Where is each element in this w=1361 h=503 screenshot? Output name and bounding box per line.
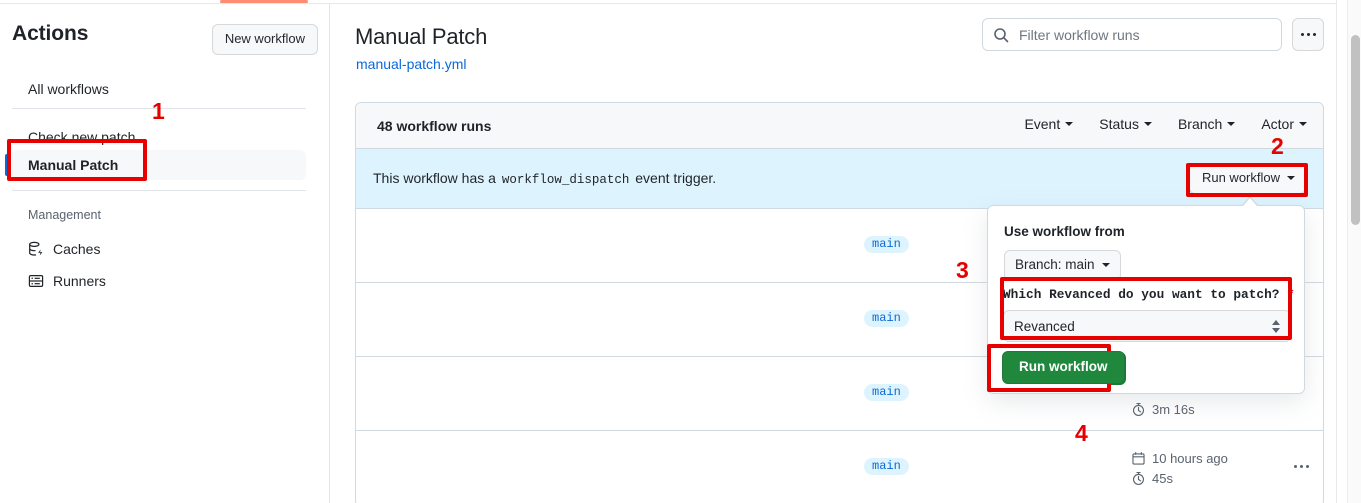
revanced-input-label-text: Which Revanced do you want to patch? — [1003, 287, 1280, 302]
workflow-title: Manual Patch — [355, 24, 488, 49]
filter-status[interactable]: Status — [1099, 116, 1152, 132]
sidebar-item-manual-patch[interactable]: Manual Patch — [5, 150, 306, 180]
page-scrollbar[interactable] — [1347, 0, 1361, 503]
dispatch-text-after: event trigger. — [635, 170, 717, 186]
run-meta: 10 hours ago 45s — [1131, 451, 1271, 491]
revanced-select-field[interactable]: Revanced — [1003, 310, 1291, 342]
kebab-icon — [1300, 33, 1316, 36]
row-more-options-button[interactable] — [1294, 465, 1309, 468]
new-workflow-button[interactable]: New workflow — [211, 24, 318, 55]
run-workflow-label: Run workflow — [1201, 170, 1280, 185]
dispatch-event-code: workflow_dispatch — [501, 173, 630, 187]
filter-event[interactable]: Event — [1024, 116, 1074, 132]
search-workflow-runs[interactable] — [982, 18, 1282, 51]
filter-branch[interactable]: Branch — [1177, 116, 1236, 132]
chevron-down-icon — [1101, 263, 1110, 267]
branch-badge[interactable]: main — [864, 384, 909, 401]
run-workflow-dropdown-button[interactable]: Run workflow — [1188, 163, 1306, 194]
use-workflow-from-label: Use workflow from — [1004, 224, 1125, 239]
run-timestamp-text: 10 hours ago — [1152, 451, 1228, 466]
revanced-select-value: Revanced — [1014, 318, 1075, 334]
actions-sidebar: Actions New workflow All workflows Check… — [0, 4, 330, 503]
search-input[interactable] — [1017, 25, 1271, 44]
scrollbar-thumb[interactable] — [1351, 35, 1360, 225]
sidebar-item-label: All workflows — [28, 81, 109, 97]
workflow-runs-count: 48 workflow runs — [377, 118, 492, 134]
annotation-number-3: 3 — [956, 257, 969, 283]
runs-header: 48 workflow runs Event Status Branch — [356, 103, 1323, 149]
run-workflow-submit-button-overlay[interactable]: Run workflow — [1002, 351, 1125, 384]
sidebar-item-label: Runners — [53, 273, 106, 289]
sidebar-item-all-workflows[interactable]: All workflows — [12, 74, 306, 104]
annotation-number-2: 2 — [1271, 133, 1284, 159]
run-meta: 3m 16s — [1131, 377, 1271, 422]
sidebar-item-runners[interactable]: Runners — [28, 268, 308, 294]
filter-label: Branch — [1177, 116, 1223, 132]
sidebar-divider-1 — [12, 108, 306, 109]
top-divider — [0, 3, 1336, 4]
sidebar-item-label: Caches — [53, 241, 101, 257]
search-icon — [993, 27, 1009, 43]
sidebar-divider-2 — [12, 190, 306, 191]
chevron-down-icon — [1287, 176, 1295, 180]
stopwatch-icon — [1131, 402, 1146, 417]
table-row[interactable]: main 10 hours ago — [356, 431, 1323, 503]
dispatch-text-before: This workflow has a — [373, 170, 496, 186]
annotation-number-4: 4 — [1075, 420, 1088, 446]
chevron-down-icon — [1227, 122, 1236, 126]
workflow-dispatch-banner: This workflow has a workflow_dispatch ev… — [356, 149, 1323, 209]
cache-icon — [28, 241, 44, 257]
active-tab-indicator — [220, 0, 308, 3]
run-duration-text: 3m 16s — [1152, 402, 1195, 417]
branch-badge[interactable]: main — [864, 458, 909, 475]
table-row[interactable]: main — [356, 209, 1323, 283]
select-arrows-icon — [1272, 319, 1280, 333]
branch-badge[interactable]: main — [864, 236, 909, 253]
branch-selector-button[interactable]: Branch: main — [1004, 250, 1121, 281]
page-title: Actions — [12, 22, 89, 45]
dispatch-banner-text: This workflow has a workflow_dispatch ev… — [373, 170, 716, 187]
chevron-down-icon — [1143, 122, 1152, 126]
run-duration: 45s — [1131, 471, 1271, 486]
main-content: Manual Patch manual-patch.yml 48 workflo… — [331, 4, 1336, 503]
filter-actor[interactable]: Actor — [1261, 116, 1307, 132]
stopwatch-icon — [1131, 471, 1146, 486]
sidebar-item-label: Manual Patch — [28, 157, 119, 173]
chevron-down-icon — [1299, 122, 1307, 126]
annotation-number-1: 1 — [152, 98, 165, 124]
calendar-icon — [1131, 451, 1146, 466]
branch-selector-label: Branch: main — [1015, 257, 1095, 272]
chevron-down-icon — [1065, 122, 1074, 126]
run-duration-text: 45s — [1152, 471, 1173, 486]
sidebar-section-management: Management — [28, 208, 101, 222]
workflow-file-link[interactable]: manual-patch.yml — [356, 56, 467, 72]
more-options-button[interactable] — [1292, 18, 1324, 51]
sidebar-item-label: Check new patch — [28, 129, 136, 145]
required-marker: * — [1287, 287, 1295, 302]
sidebar-item-caches[interactable]: Caches — [28, 236, 308, 262]
sidebar-item-check-new-patch[interactable]: Check new patch — [12, 122, 306, 152]
filter-label: Status — [1099, 116, 1139, 132]
runners-icon — [28, 273, 44, 289]
filter-label: Event — [1024, 116, 1061, 132]
run-duration: 3m 16s — [1131, 402, 1271, 417]
content-right-edge — [1336, 0, 1337, 503]
table-row[interactable]: main 3m 16s — [356, 357, 1323, 431]
dropdown-arrow — [1242, 196, 1258, 206]
filter-bar: Event Status Branch Actor — [1024, 116, 1307, 132]
run-timestamp: 10 hours ago — [1131, 451, 1271, 466]
filter-label: Actor — [1261, 116, 1294, 132]
branch-badge[interactable]: main — [864, 310, 909, 327]
sidebar-header: Actions New workflow — [12, 22, 318, 56]
table-row[interactable]: main — [356, 283, 1323, 357]
revanced-input-label: Which Revanced do you want to patch? * — [1003, 287, 1295, 302]
